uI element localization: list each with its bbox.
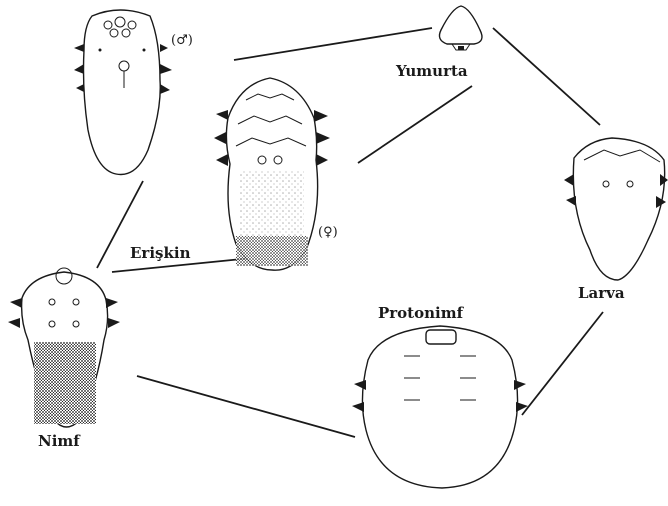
adult-label: Erişkin	[130, 244, 191, 262]
connector-male-egg	[234, 28, 432, 60]
cycle-connectors	[97, 28, 603, 437]
male-adult-illustration	[74, 10, 172, 175]
protonymph-label: Protonimf	[378, 304, 465, 322]
male-symbol: (♂)	[171, 33, 193, 48]
connector-female-egg	[358, 86, 472, 163]
female-symbol: (♀)	[318, 225, 338, 240]
connector-egg-larva	[493, 28, 600, 125]
larva-label: Larva	[578, 284, 625, 302]
nymph-illustration	[8, 268, 120, 427]
connector-larva-protonymph	[522, 312, 603, 415]
egg-illustration	[439, 6, 482, 50]
nymph-label: Nimf	[38, 432, 81, 450]
larva-illustration	[564, 138, 668, 280]
connector-protonymph-nymph	[137, 376, 355, 437]
female-adult-illustration	[214, 78, 330, 270]
protonymph-illustration	[352, 326, 528, 488]
egg-label: Yumurta	[395, 62, 468, 80]
